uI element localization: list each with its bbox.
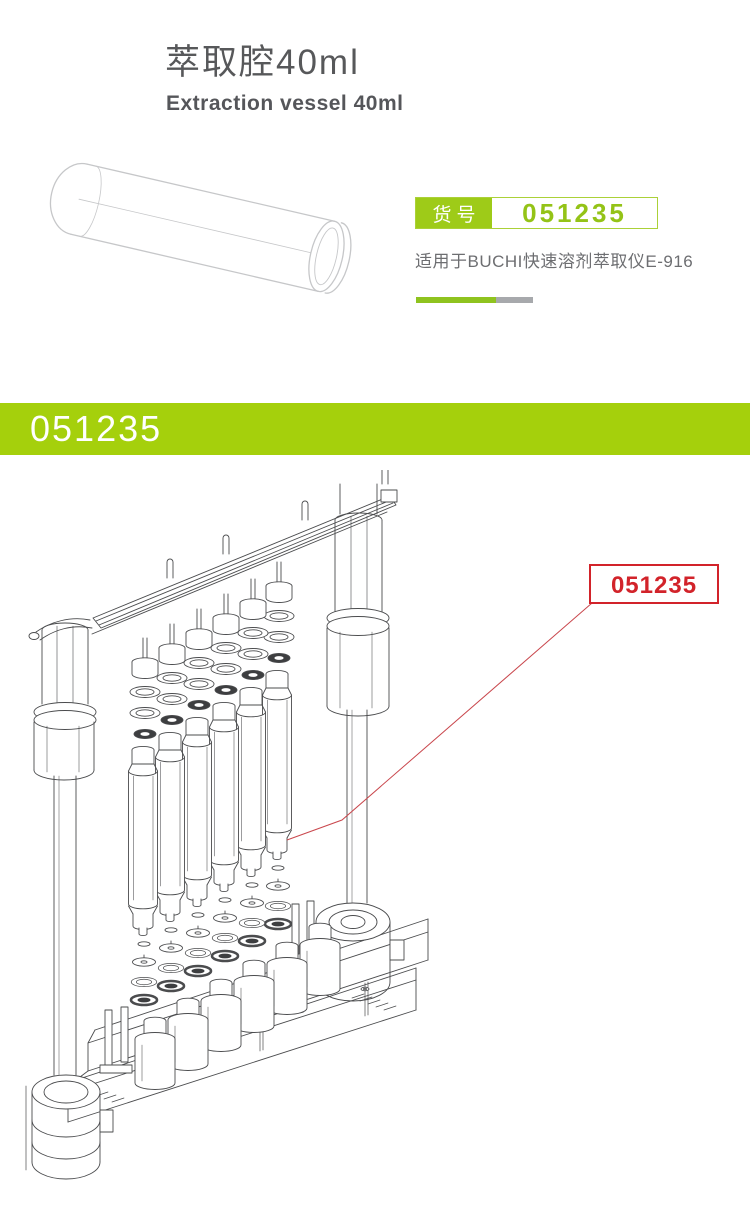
- left-bearing: [25, 1074, 114, 1180]
- extraction-vessel-illustration: [49, 162, 352, 294]
- right-support-rod: [326, 483, 390, 904]
- vessel-4: [209, 701, 239, 893]
- item-number-value: 051235: [522, 197, 627, 228]
- compatibility-note: 适用于BUCHI快速溶剂萃取仪E-916: [415, 252, 694, 271]
- page-title-english: Extraction vessel 40ml: [166, 92, 404, 115]
- tube-mouth-rim: [324, 222, 352, 294]
- divider-green-segment: [416, 297, 496, 303]
- code-banner: 051235: [0, 403, 750, 455]
- item-number-label: 货号: [416, 198, 492, 228]
- tube-center-seam: [78, 198, 312, 254]
- rack-technical-drawing: 051235: [25, 470, 719, 1180]
- vessel-3: [182, 716, 212, 908]
- vessel-6: [262, 669, 292, 861]
- callout-leader-line: [286, 602, 593, 841]
- header-titles: 萃取腔40ml Extraction vessel 40ml: [165, 34, 403, 116]
- item-number-box: 货号 051235: [415, 197, 658, 229]
- vessel-2: [155, 731, 185, 923]
- u-brackets: [99, 900, 315, 1074]
- vessel-5: [236, 686, 266, 878]
- two-tone-divider: [416, 297, 533, 303]
- tube-top-edge: [86, 163, 336, 222]
- page-title-chinese: 萃取腔40ml: [165, 43, 360, 82]
- right-bearing: [315, 902, 405, 1002]
- tube-mouth-outer: [308, 220, 345, 293]
- banner-code-text: 051235: [30, 408, 163, 449]
- rail-pins: [166, 470, 389, 579]
- tube-mouth-inner: [314, 227, 339, 286]
- callout-box: [589, 564, 719, 604]
- top-rail: [91, 489, 398, 635]
- vessel-1: [128, 745, 158, 937]
- left-support-rod: [28, 618, 97, 1076]
- callout: 051235: [286, 564, 719, 841]
- tube-bottom-edge: [70, 233, 320, 293]
- callout-code-text: 051235: [611, 572, 697, 599]
- tube-closed-end: [49, 162, 88, 235]
